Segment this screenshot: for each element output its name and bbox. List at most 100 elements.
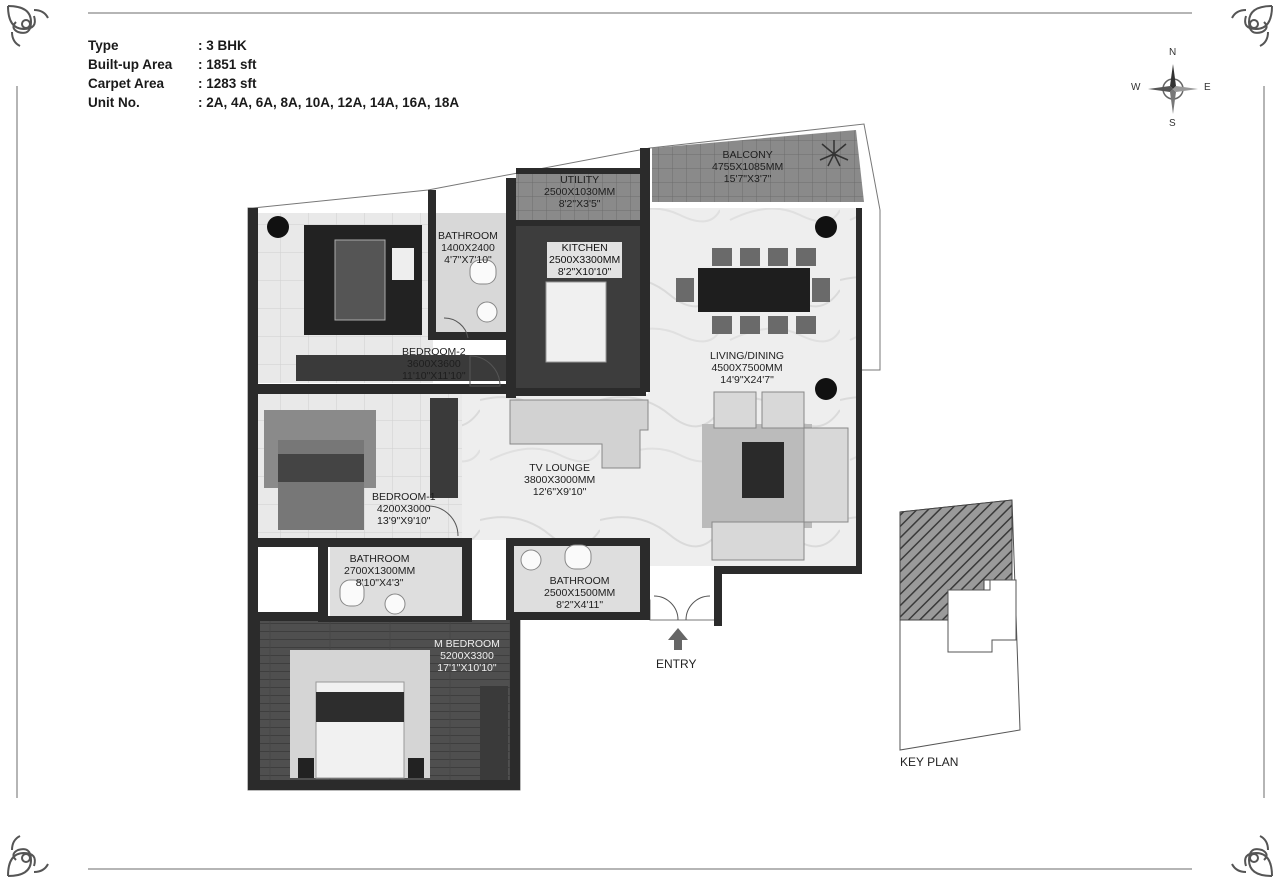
info-key: Carpet Area [88,76,165,91]
info-value: : 1851 sft [198,57,257,72]
nightstand [408,758,424,778]
wc [564,544,592,570]
wc [339,579,365,607]
info-row-unit-no: Unit No. : 2A, 4A, 6A, 8A, 10A, 12A, 14A… [88,93,459,112]
room-size-mm: 4500X7500MM [711,362,783,374]
label-bedroom2: BEDROOM-2 3600X3600 11'10"X11'10" [402,346,466,382]
bed-bedroom1 [278,440,364,530]
label-bedroom1: BEDROOM-1 4200X3000 13'9"X9'10" [372,491,436,527]
basin [520,549,542,571]
room-name: TV LOUNGE [529,462,590,474]
room-name: BATHROOM [549,575,610,587]
right-border-line [1263,86,1265,798]
compass-south: S [1169,118,1176,129]
room-size-mm: 3600X3600 [406,358,461,370]
column [815,378,837,400]
door-swings [427,317,711,621]
room-size-ft: 11'10"X11'10" [402,370,466,382]
bed-mattress-bedroom2 [334,239,386,321]
bed-runner-master [316,692,404,722]
key-plan-label: KEY PLAN [900,755,959,769]
kitchen-island [545,281,607,363]
basin [384,593,406,615]
lounge-sofa [509,399,649,469]
label-utility: UTILITY 2500X1030MM 8'2"X3'5" [544,174,615,210]
dining-chairs [676,248,830,334]
walls [248,148,862,790]
top-border-line [88,12,1192,14]
sofa-right [803,427,849,523]
label-living-dining: LIVING/DINING 4500X7500MM 14'9"X24'7" [710,350,784,386]
room-name: BATHROOM [438,230,498,242]
dining-table [698,268,810,312]
basin [476,301,498,323]
info-key: Type [88,38,119,53]
room-size-ft: 4'7"X7'10" [444,254,492,266]
room-size-ft: 8'2"X10'10" [557,266,612,278]
label-bathroom-bedroom2: BATHROOM 1400X2400 4'7"X7'10" [438,230,498,266]
compass-north: N [1169,47,1177,58]
wc [469,259,497,285]
label-bathroom-middle: BATHROOM 2700X1300MM 8'10"X4'3" [344,553,415,589]
sofa-bottom [711,521,805,561]
room-size-ft: 15'7"X3'7" [723,173,772,185]
left-border-line [16,86,18,798]
room-name: LIVING/DINING [710,350,785,362]
room-name: BEDROOM-2 [402,346,466,358]
ornament-top-right-icon [1231,5,1273,47]
key-plan-core [947,579,1017,653]
room-size-ft: 17'1"X10'10" [437,662,497,674]
label-balcony: BALCONY 4755X1085MM 15'7"X3'7" [712,149,783,185]
room-size-ft: 8'10"X4'3" [355,577,404,589]
room-name: KITCHEN [561,242,608,254]
unit-info-block: Type : 3 BHK Built-up Area : 1851 sft Ca… [88,36,459,112]
plant-icon [819,140,849,167]
room-size-mm: 2500X3300MM [549,254,621,266]
bottom-border-line [88,868,1192,870]
info-row-built-up: Built-up Area : 1851 sft [88,55,459,74]
armchair [761,391,805,429]
info-key: Unit No. [88,95,140,110]
balcony-floor [652,130,864,202]
compass-rose-icon [1148,64,1198,114]
compass-east: E [1204,82,1211,93]
info-row-type: Type : 3 BHK [88,36,459,55]
room-size-ft: 13'9"X9'10" [377,515,431,527]
label-bathroom-common: BATHROOM 2500X1500MM 8'2"X4'11" [544,575,615,611]
compass-west: W [1131,82,1141,93]
bed-runner [278,454,364,482]
room-size-mm: 2500X1030MM [544,186,616,198]
wardrobe-master [480,686,508,780]
room-size-mm: 3800X3000MM [524,474,596,486]
ornament-bottom-right-icon [1231,835,1273,877]
ornament-top-left-icon [7,5,49,47]
wardrobe-bedroom2 [296,355,506,381]
room-size-ft: 12'6"X9'10" [532,486,587,498]
room-name: BALCONY [722,149,773,161]
label-tv-lounge: TV LOUNGE 3800X3000MM 12'6"X9'10" [524,462,595,498]
info-key: Built-up Area [88,57,173,72]
info-value: : 2A, 4A, 6A, 8A, 10A, 12A, 14A, 16A, 18… [198,95,460,110]
utility-floor [516,172,640,224]
info-value: : 3 BHK [198,38,247,53]
column [267,216,289,238]
room-size-ft: 8'2"X4'11" [556,599,604,611]
room-name: M BEDROOM [434,638,500,650]
room-size-mm: 4200X3000 [376,503,431,515]
label-kitchen: KITCHEN 2500X3300MM 8'2"X10'10" [547,242,623,278]
room-name: BATHROOM [349,553,410,565]
ornament-bottom-left-icon [7,835,49,877]
info-row-carpet: Carpet Area : 1283 sft [88,74,459,93]
room-size-mm: 5200X3300 [440,650,494,662]
nightstand [298,758,314,778]
room-size-mm: 1400X2400 [441,242,495,254]
armchair [713,391,757,429]
room-size-mm: 2700X1300MM [344,565,416,577]
info-value: : 1283 sft [198,76,257,91]
room-size-mm: 2500X1500MM [544,587,616,599]
coffee-table [742,442,784,498]
room-name: UTILITY [560,174,600,186]
entry-arrow-icon [668,628,688,650]
room-name: BEDROOM-1 [372,491,436,503]
room-size-ft: 8'2"X3'5" [558,198,601,210]
